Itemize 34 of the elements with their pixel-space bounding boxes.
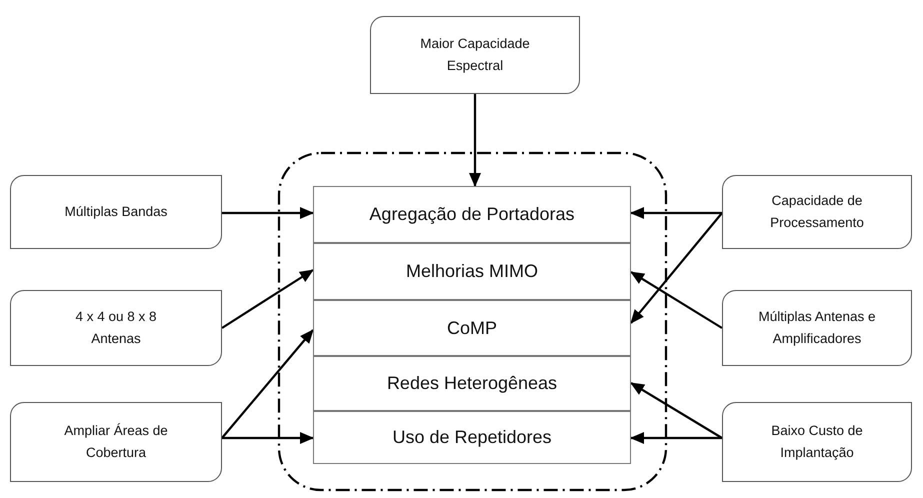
process-box — [10, 402, 222, 482]
arrow — [630, 207, 722, 219]
arrow — [630, 432, 722, 444]
arrow — [630, 271, 723, 329]
arrow — [630, 212, 723, 324]
node-label: CoMP — [446, 318, 497, 338]
process-box — [722, 175, 912, 249]
feature-box — [313, 356, 631, 411]
process-box — [10, 175, 222, 249]
node-label: Múltiplas Bandas — [64, 203, 168, 222]
node-label: Múltiplas Antenas e Amplificadores — [757, 308, 877, 348]
node-label: 4 x 4 ou 8 x 8 Antenas — [74, 308, 158, 348]
feature-box — [313, 411, 631, 464]
node-label: Ampliar Áreas de Cobertura — [63, 422, 169, 462]
feature-box — [313, 300, 631, 356]
arrow — [221, 329, 314, 439]
node-label: Capacidade de Processamento — [769, 192, 865, 232]
feature-box — [313, 243, 631, 300]
arrow — [469, 94, 481, 187]
node-label: Uso de Repetidores — [392, 427, 552, 448]
arrow — [221, 269, 314, 329]
feature-box — [313, 186, 631, 243]
arrow — [222, 432, 314, 444]
process-box — [722, 290, 912, 366]
node-label: Agregação de Portadoras — [369, 204, 575, 225]
arrow — [222, 207, 314, 219]
node-label: Maior Capacidade Espectral — [419, 35, 531, 75]
process-box — [10, 290, 222, 366]
process-box — [722, 402, 912, 482]
node-label: Baixo Custo de Implantação — [770, 422, 864, 462]
process-box — [370, 16, 580, 94]
node-label: Redes Heterogêneas — [386, 373, 558, 394]
arrow — [630, 382, 723, 439]
node-label: Melhorias MIMO — [406, 261, 538, 282]
